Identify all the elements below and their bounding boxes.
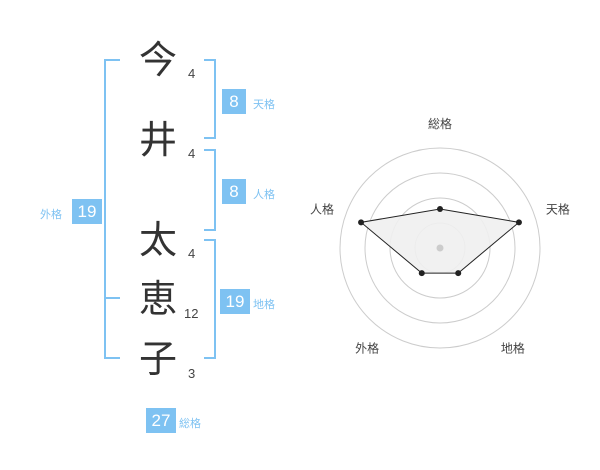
- name-char-4: 恵: [139, 277, 178, 321]
- jinkaku-badge: 8: [222, 179, 246, 204]
- gaikaku-bracket: [104, 59, 120, 359]
- soukaku-badge: 27: [146, 408, 176, 433]
- name-char-5: 子: [139, 337, 178, 381]
- gaikaku-label: 外格: [40, 208, 62, 221]
- tenkaku-badge: 8: [222, 89, 246, 114]
- radar-ring: [364, 172, 516, 324]
- gaikaku-badge: 19: [72, 199, 102, 224]
- radar-point-3: [455, 270, 462, 277]
- jinkaku-bracket: [204, 149, 216, 231]
- name-char-3: 太: [139, 218, 178, 262]
- stroke-count-3: 4: [188, 246, 196, 261]
- radar-ring: [389, 197, 491, 299]
- tenkaku-label: 天格: [253, 98, 275, 111]
- radar-point-4: [418, 270, 425, 277]
- radar-ring: [339, 147, 541, 349]
- stroke-count-4: 12: [184, 306, 199, 321]
- radar-polygon: [359, 208, 521, 274]
- chikaku-badge: 19: [220, 289, 250, 314]
- radar-axis-label-2: 天格: [546, 202, 570, 217]
- radar-point-5: [358, 219, 365, 226]
- stroke-count-5: 3: [188, 366, 196, 381]
- chikaku-label: 地格: [253, 298, 275, 311]
- radar-axis-label-4: 外格: [355, 340, 379, 355]
- chikaku-bracket: [204, 239, 216, 359]
- radar-point-1: [437, 206, 443, 212]
- radar-axis-label-3: 地格: [501, 340, 525, 355]
- jinkaku-label: 人格: [253, 188, 275, 201]
- stroke-count-1: 4: [188, 66, 196, 81]
- name-char-2: 井: [139, 118, 178, 162]
- name-char-1: 今: [139, 38, 178, 82]
- tenkaku-bracket: [204, 59, 216, 139]
- stroke-count-2: 4: [188, 146, 196, 161]
- radar-center-dot: [436, 244, 444, 252]
- soukaku-label: 総格: [179, 417, 201, 430]
- radar-point-2: [515, 219, 522, 226]
- radar-axis-label-1: 総格: [428, 116, 452, 131]
- radar-axis-label-5: 人格: [310, 202, 334, 217]
